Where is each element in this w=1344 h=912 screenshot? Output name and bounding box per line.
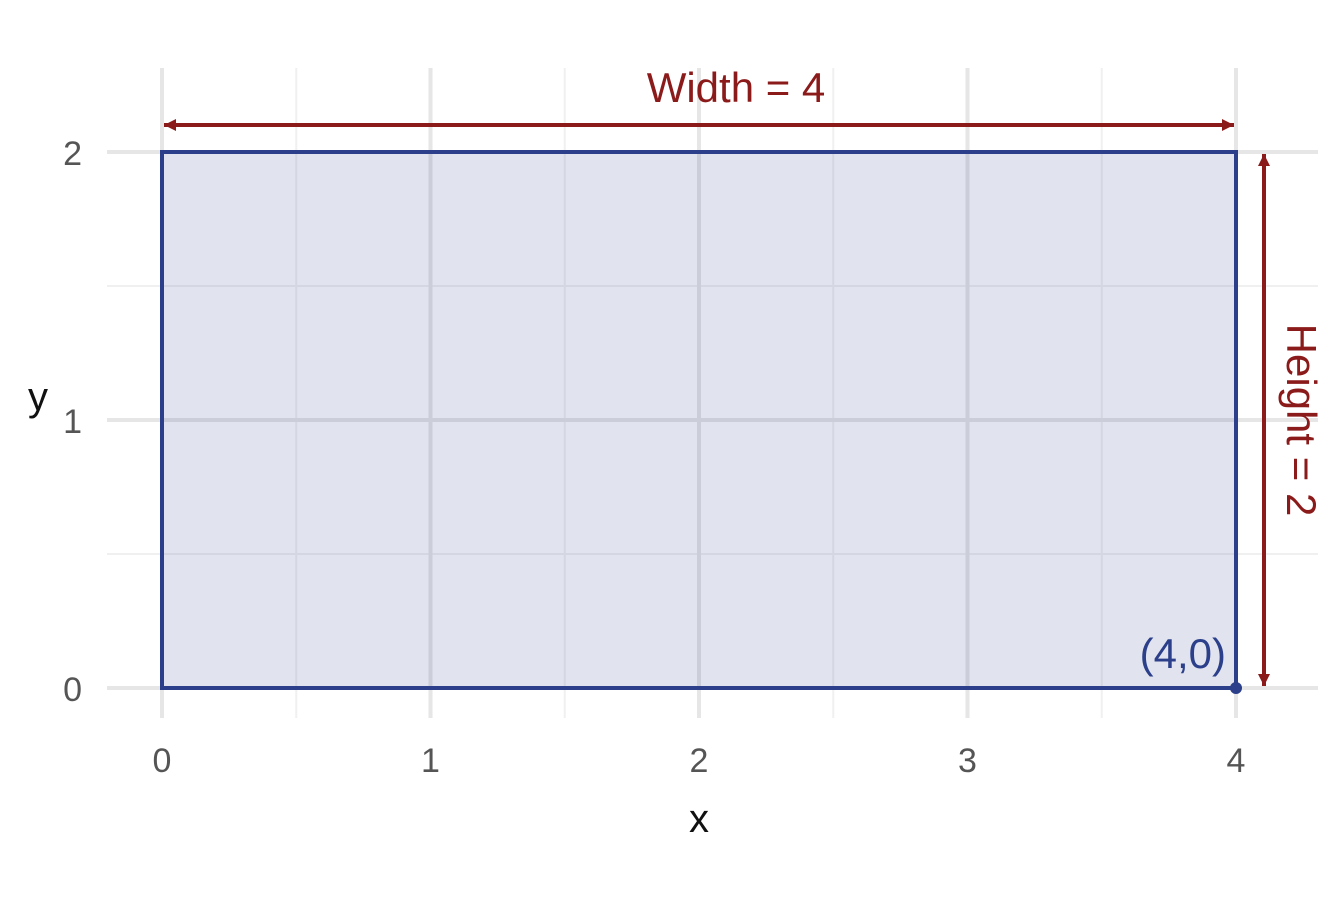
- x-tick-label: 3: [958, 742, 977, 780]
- x-tick-label: 2: [690, 742, 709, 780]
- corner-point: [1230, 682, 1242, 694]
- x-axis-title: x: [689, 797, 709, 841]
- y-tick-label: 2: [63, 135, 82, 173]
- corner-point-label: (4,0): [1140, 630, 1226, 677]
- y-axis-ticks: 0 1 2: [63, 135, 82, 709]
- x-tick-label: 4: [1227, 742, 1246, 780]
- y-tick-label: 0: [63, 671, 82, 709]
- y-tick-label: 1: [63, 403, 82, 441]
- x-axis-ticks: 0 1 2 3 4: [153, 742, 1246, 780]
- rectangle-shape: [160, 150, 1238, 690]
- x-tick-label: 1: [421, 742, 440, 780]
- y-axis-title: y: [28, 375, 48, 419]
- x-tick-label: 0: [153, 742, 172, 780]
- height-label: Height = 2: [1278, 324, 1325, 517]
- minor-gridlines: [107, 68, 1318, 718]
- width-label: Width = 4: [647, 64, 826, 111]
